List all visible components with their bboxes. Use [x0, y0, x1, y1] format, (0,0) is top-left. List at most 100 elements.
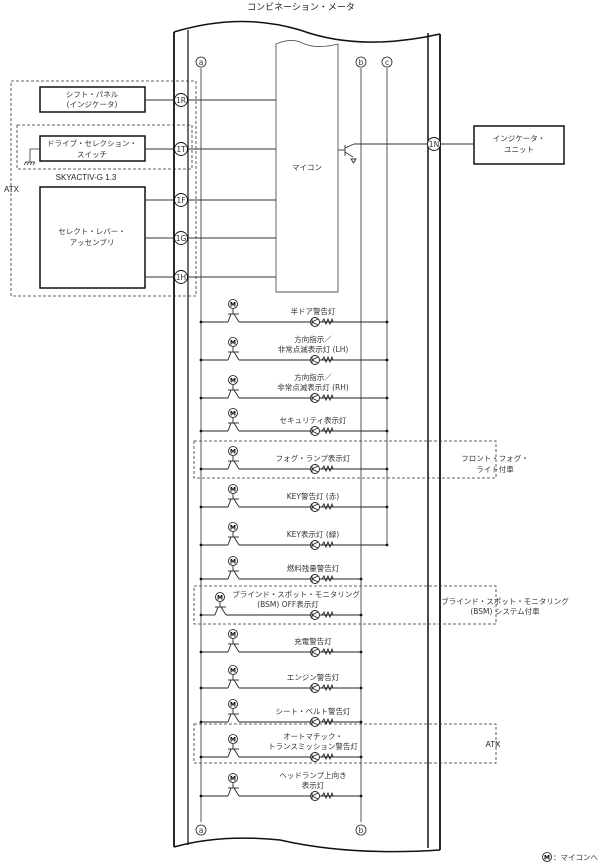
resistor-icon — [321, 502, 334, 511]
svg-text:M: M — [230, 378, 236, 385]
switch-transistor-icon — [227, 347, 240, 361]
resistor-icon — [321, 683, 334, 692]
microcomputer-symbol-icon: M — [228, 299, 238, 309]
atx-label: ATX — [4, 185, 20, 194]
svg-text:a: a — [199, 58, 204, 67]
lamp-row: M セキュリティ表示灯 — [199, 408, 389, 436]
resistor-icon — [321, 393, 334, 402]
microcomputer-symbol-icon: M — [228, 734, 238, 744]
junction-dot — [199, 686, 203, 690]
microcomputer-symbol-icon: M — [215, 592, 225, 602]
svg-text:M: M — [217, 595, 223, 602]
lamp-row: M 方向指示／非常点滅表示灯 (RH) — [199, 372, 389, 403]
connector-1h: 1H — [174, 270, 188, 284]
lamp-label: シート・ベルト警告灯 — [276, 706, 351, 716]
resistor-icon — [321, 752, 334, 761]
lamp-label: トランスミッション警告灯 — [268, 741, 358, 751]
lamp-label: フォグ・ランプ表示灯 — [276, 453, 351, 463]
microcomputer-symbol-icon: M — [228, 522, 238, 532]
svg-text:M: M — [230, 737, 236, 744]
lamp-label: 半ドア警告灯 — [291, 306, 336, 316]
junction-dot — [385, 467, 389, 471]
lamp-icon — [310, 355, 320, 365]
svg-text:ライト付車: ライト付車 — [476, 464, 514, 474]
lamp-icon — [310, 464, 320, 474]
switch-transistor-icon — [227, 566, 240, 580]
junction-dot — [359, 613, 363, 617]
svg-text:(インジケータ): (インジケータ) — [67, 100, 118, 109]
lamp-icon — [310, 610, 320, 620]
junction-dot — [385, 505, 389, 509]
lamp-label: 燃料残量警告灯 — [287, 563, 340, 573]
lamp-row: M エンジン警告灯 — [199, 665, 363, 693]
junction-dot — [359, 755, 363, 759]
svg-text:M: M — [230, 411, 236, 418]
junction-dot — [199, 396, 203, 400]
microcomputer-label: マイコン — [292, 163, 322, 172]
junction-dot — [359, 650, 363, 654]
drive-selection-switch: ドライブ・セレクション・ スイッチ — [23, 135, 146, 166]
lamp-label: 非常点滅表示灯 (RH) — [277, 382, 349, 392]
lamp-row: M オートマチック・トランスミッション警告灯 — [199, 732, 363, 762]
lamp-row: M KEY警告灯 (赤) — [199, 484, 389, 512]
svg-text:シフト・パネル: シフト・パネル — [66, 90, 119, 99]
svg-text:M: M — [230, 449, 236, 456]
svg-text:ATX: ATX — [486, 740, 502, 749]
bus-labels: a b c a b — [195, 56, 393, 836]
lamp-icon — [310, 426, 320, 436]
svg-text:M: M — [230, 668, 236, 675]
svg-text:M: M — [230, 302, 236, 309]
lamp-icon — [310, 540, 320, 550]
junction-dot — [199, 320, 203, 324]
svg-text:M: M — [544, 855, 550, 862]
junction-dot — [199, 543, 203, 547]
connector-1t: 1T — [174, 142, 188, 156]
svg-text:フロント・フォグ・: フロント・フォグ・ — [461, 453, 529, 463]
junction-dot — [199, 794, 203, 798]
lamp-label: エンジン警告灯 — [287, 672, 340, 682]
diagram-title: コンビネーション・メータ — [247, 2, 355, 13]
connector-1n: 1N — [427, 137, 441, 151]
indicator-unit: インジケータ・ ユニット — [473, 125, 565, 165]
lamp-label: 充電警告灯 — [294, 636, 332, 646]
microcomputer-symbol-icon: M — [228, 665, 238, 675]
microcomputer-symbol-icon: M — [228, 556, 238, 566]
lamp-label: 表示灯 — [302, 780, 325, 790]
lamp-label: (BSM) OFF表示灯 — [257, 599, 319, 609]
svg-text:(BSM) システム付車: (BSM) システム付車 — [470, 606, 540, 616]
svg-text:ブラインド・スポット・モニタリング: ブラインド・スポット・モニタリング — [441, 596, 569, 606]
svg-text:1G: 1G — [176, 234, 187, 243]
resistor-icon — [321, 540, 334, 549]
svg-text:M: M — [230, 487, 236, 494]
resistor-icon — [321, 574, 334, 583]
input-wires — [145, 99, 276, 278]
junction-dot — [385, 320, 389, 324]
switch-transistor-icon — [227, 744, 240, 758]
lamp-icon — [310, 752, 320, 762]
lamp-icon — [310, 502, 320, 512]
legend-text: ：マイコンへ — [553, 853, 598, 862]
atx-group-outline — [10, 80, 197, 297]
microcomputer-symbol-icon: M — [542, 852, 552, 862]
switch-transistor-icon — [227, 675, 240, 689]
transistor-icon — [338, 143, 474, 164]
switch-transistor-icon — [227, 418, 240, 432]
lamp-row: M 半ドア警告灯 — [199, 299, 389, 327]
lamp-label: セキュリティ表示灯 — [279, 415, 347, 425]
lamp-icon — [310, 791, 320, 801]
junction-dot — [385, 358, 389, 362]
lamp-icon — [310, 393, 320, 403]
lamp-row: M 燃料残量警告灯 — [199, 556, 363, 584]
switch-transistor-icon — [227, 709, 240, 723]
microcomputer-symbol-icon: M — [228, 484, 238, 494]
lamp-label: 方向指示／ — [294, 372, 332, 382]
lamp-label: オートマチック・ — [283, 732, 343, 741]
svg-text:b: b — [359, 826, 364, 835]
junction-dot — [199, 720, 203, 724]
lamp-label: KEY警告灯 (赤) — [287, 491, 340, 501]
group-atx: ATX — [193, 723, 502, 764]
resistor-icon — [321, 717, 334, 726]
